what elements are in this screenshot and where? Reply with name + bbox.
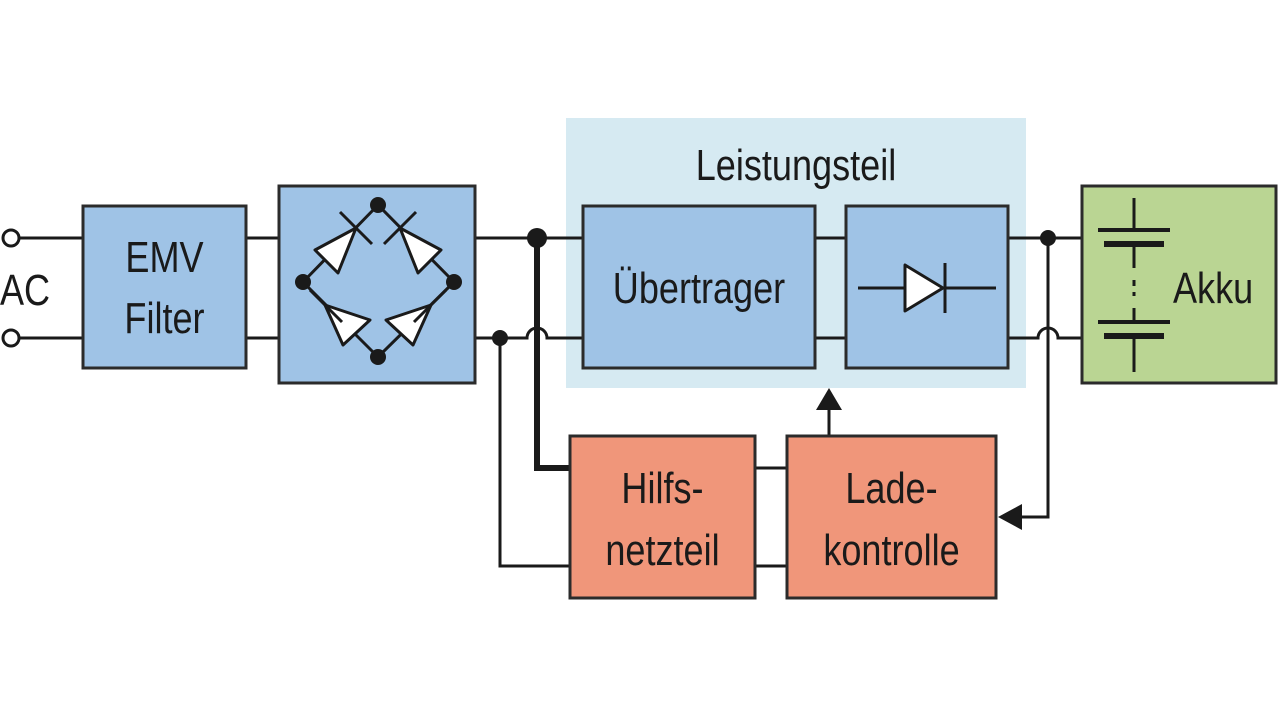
emv-filter-block: EMV Filter [81, 204, 248, 370]
junction-dot-large [527, 228, 547, 248]
akku-block: Akku [1080, 184, 1278, 385]
hilfsnetzteil-line2: netzteil [605, 526, 719, 575]
wire-thick-feed-hilfsnetzteil [534, 238, 570, 471]
junction-dot [1040, 230, 1056, 246]
terminal-circle-icon [1, 328, 21, 348]
battery-icon [1098, 198, 1170, 372]
akku-label: Akku [1173, 264, 1253, 313]
terminal-circle-icon [1, 228, 21, 248]
arrow-up-icon [816, 388, 842, 410]
diode-block [844, 204, 1010, 370]
bridge-rectifier-icon [295, 197, 462, 365]
uebertrager-block: Übertrager [581, 204, 817, 370]
wire-bottom-feed-hilfsnetzteil [498, 338, 570, 568]
ac-label: AC [0, 266, 50, 315]
ladekontrolle-block: Lade- kontrolle [785, 434, 998, 600]
ladekontrolle-line2: kontrolle [823, 526, 959, 575]
uebertrager-label: Übertrager [613, 264, 785, 313]
hilfsnetzteil-line1: Hilfs- [621, 464, 703, 513]
wires [20, 236, 1082, 568]
ladekontrolle-line1: Lade- [845, 464, 937, 513]
emv-filter-line1: EMV [125, 233, 203, 282]
junction-dot [492, 330, 508, 346]
rectifier-block [277, 184, 477, 385]
wire-feedback [1018, 238, 1050, 519]
hilfsnetzteil-block: Hilfs- netzteil [568, 434, 757, 600]
arrow-left-icon [998, 504, 1022, 530]
diode-icon [858, 263, 996, 313]
emv-filter-line2: Filter [124, 294, 204, 343]
leistungsteil-title: Leistungsteil [696, 141, 897, 190]
